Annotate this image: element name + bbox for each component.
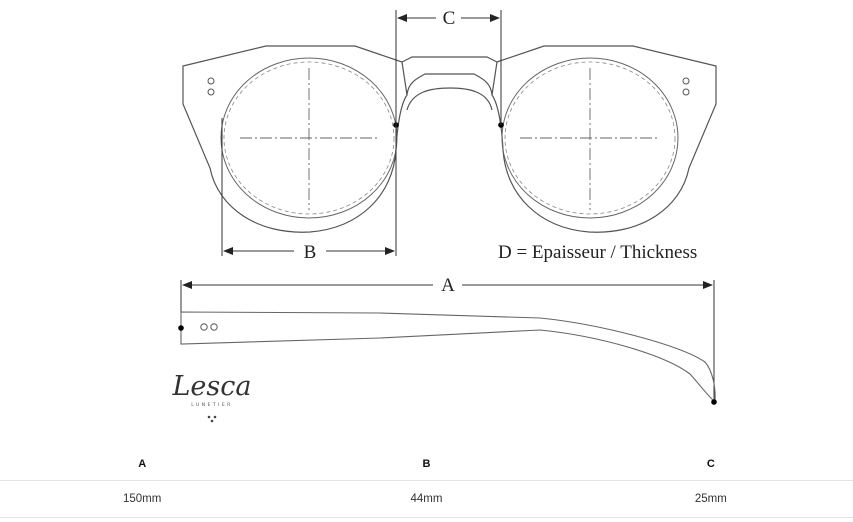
table-cell-a: 150mm [0,480,285,518]
front-rivets [207,77,690,96]
glasses-dimension-diagram: C B D = Epaisseur / Thickness A Lesca LU… [172,8,717,423]
table-header-b: B [422,458,431,470]
dimension-b-label: B [304,242,317,263]
table-header-a: A [138,458,147,470]
dimension-a-label: A [441,275,455,296]
dimension-c [395,10,502,125]
left-lens-inner [220,57,398,219]
temple-outline [180,311,716,404]
lens-centerlines [240,68,660,210]
dimensions-table: A B C 150mm 44mm 25mm [0,448,853,518]
bridge-arch [406,87,493,111]
temple-thickness-point-front [178,325,184,331]
table-header-row: A B C [0,448,853,481]
table-cell-c: 25mm [568,480,853,518]
table-row: 150mm 44mm 25mm [0,480,853,518]
left-rim-outline [182,45,408,233]
frame-front-view [182,45,717,233]
table-header-c: C [706,458,715,470]
table-cell-b: 44mm [284,480,569,518]
brand-logo-dots-icon [207,415,217,423]
thickness-note: D = Epaisseur / Thickness [498,242,697,263]
brand-logo: Lesca LUNETIER [172,371,252,423]
dimension-b [221,118,397,256]
bridge-inner [406,73,493,96]
temple-side-view [180,311,716,404]
lenses [220,57,679,219]
dimension-a [180,280,715,402]
temple-thickness-point-tip [711,399,717,405]
bridge-top [401,56,498,63]
right-lens-groove [504,61,676,215]
left-lens-groove [223,61,395,215]
dimension-c-label: C [443,8,456,29]
right-lens-inner [501,57,679,219]
brand-logo-name: Lesca [172,371,252,402]
brand-logo-subtitle: LUNETIER [191,402,233,408]
right-rim-outline [491,45,717,233]
